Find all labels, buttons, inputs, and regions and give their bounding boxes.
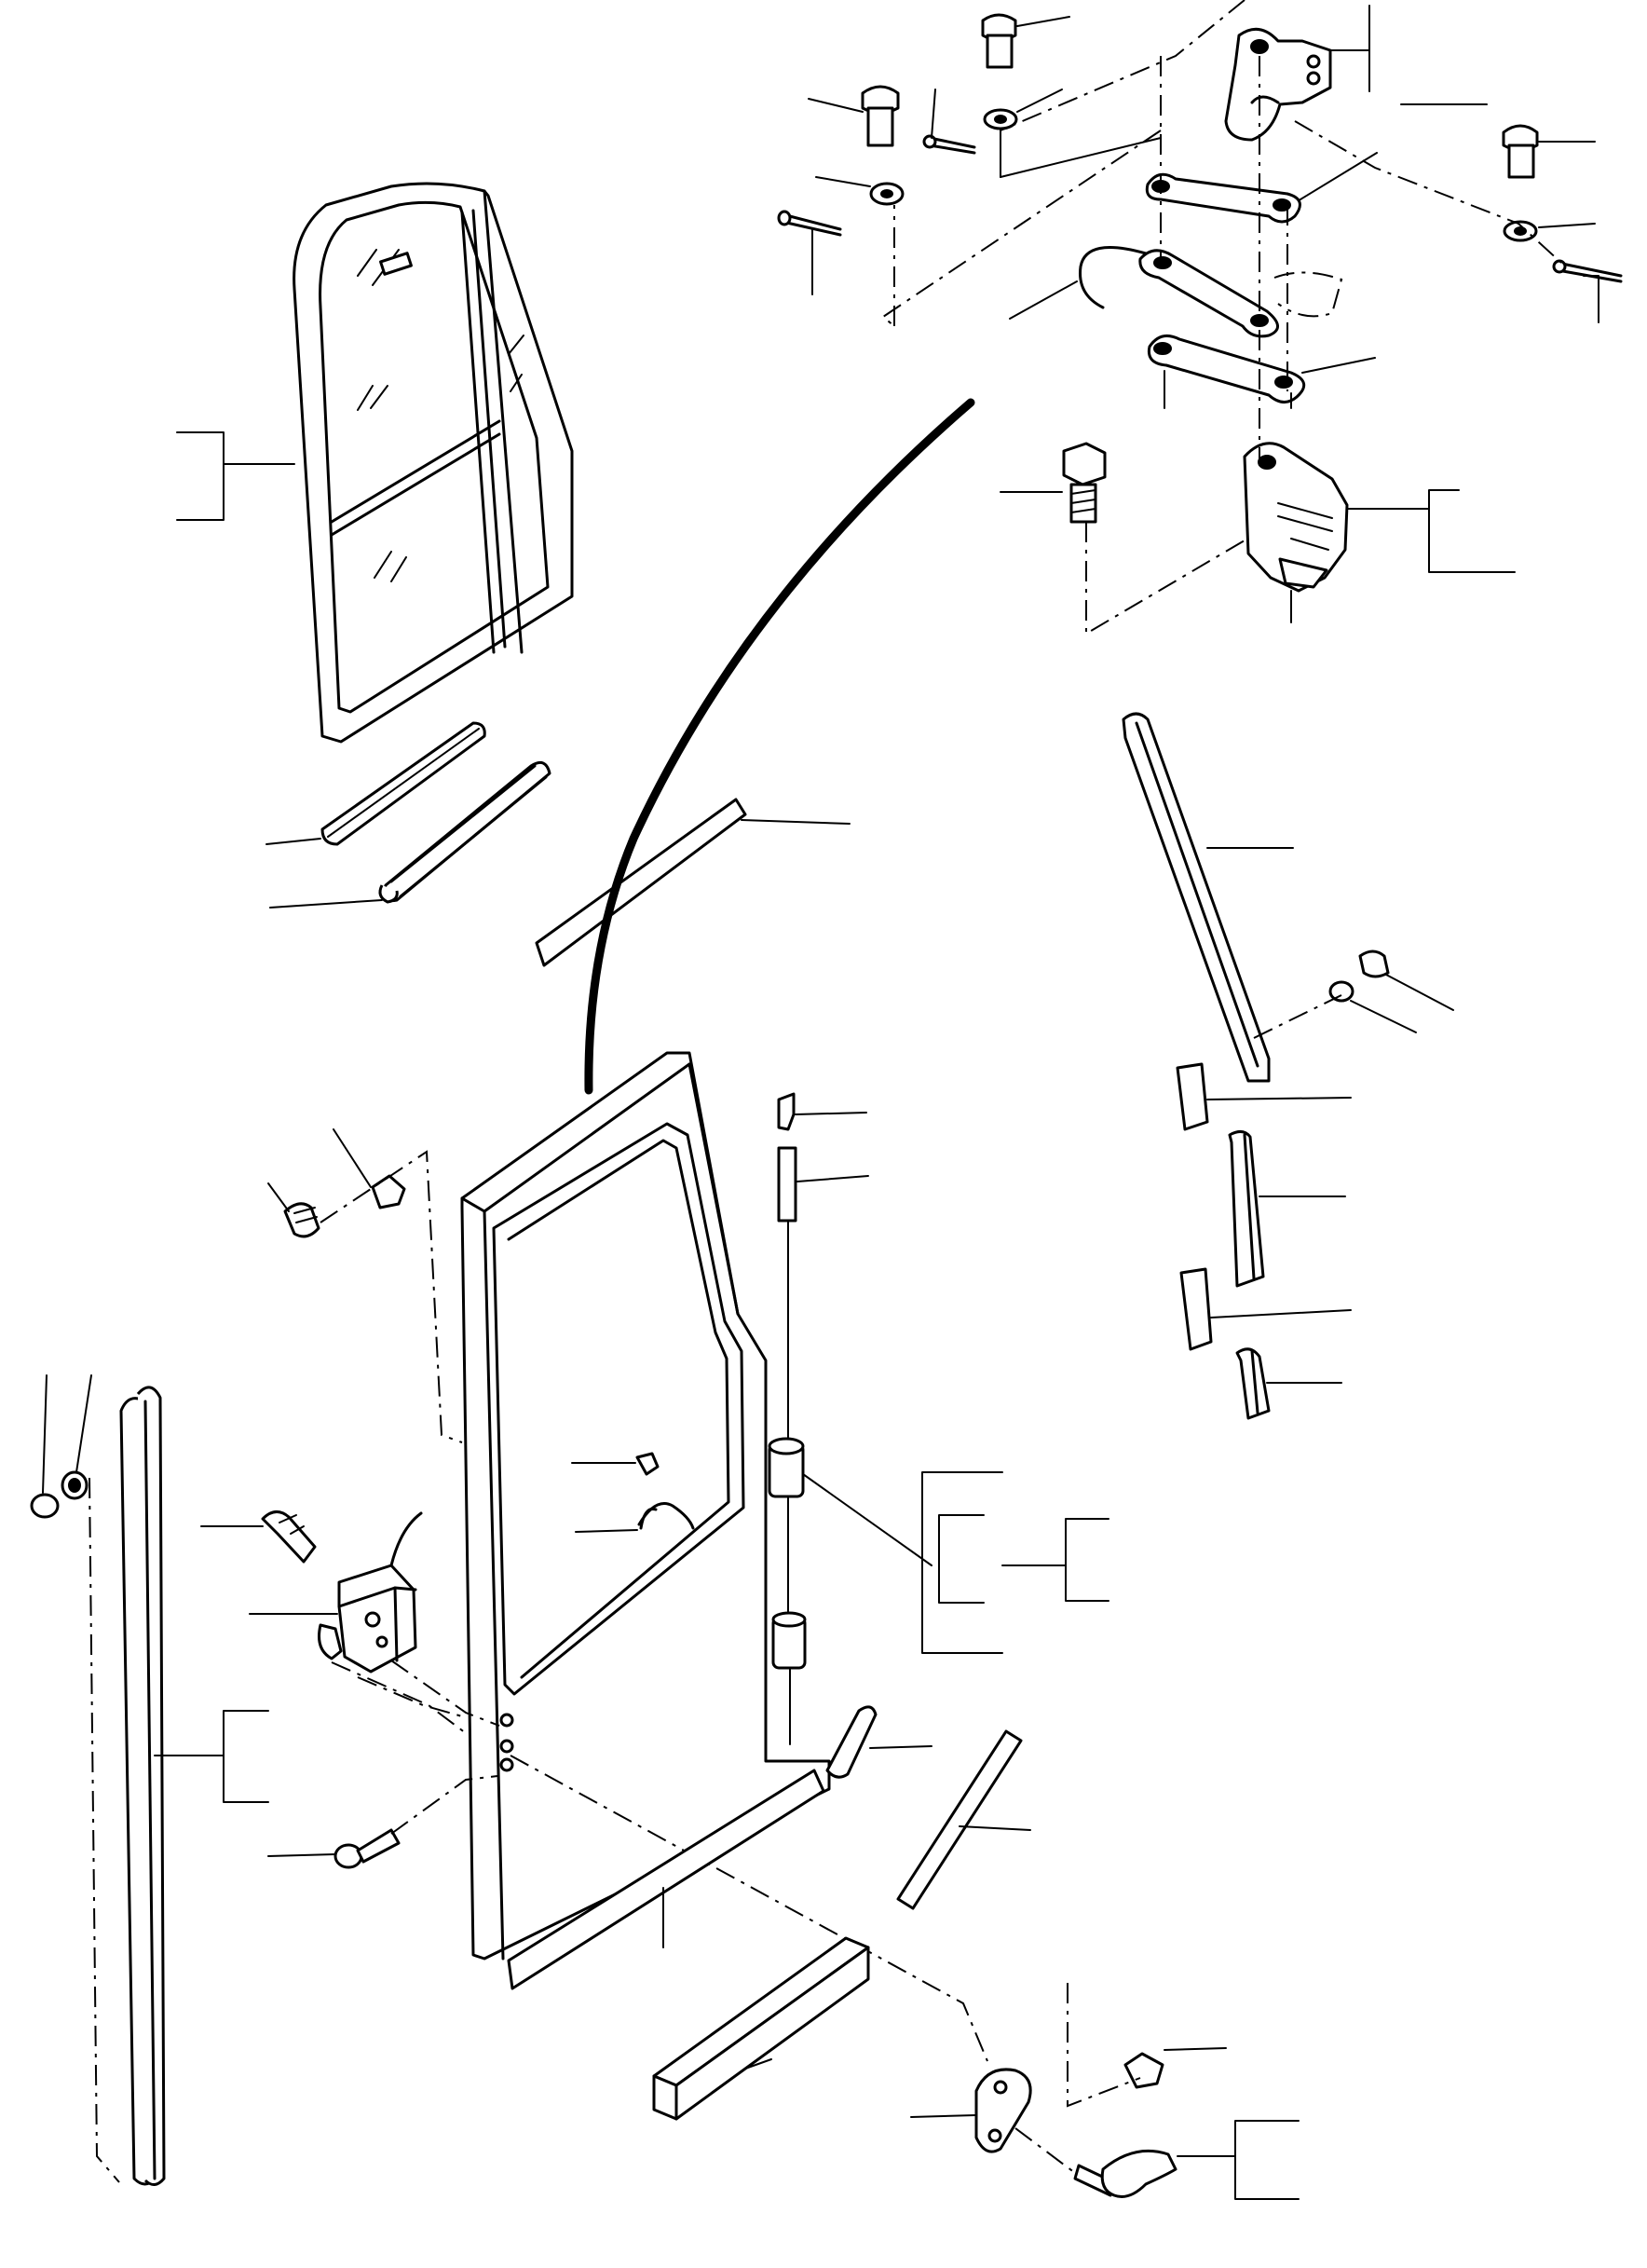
hinge-pin	[981, 13, 1070, 69]
door-top-seal	[535, 798, 851, 967]
latch-assembly	[249, 1511, 423, 1674]
stopper-clip	[575, 1502, 695, 1533]
window-channel-seal	[265, 721, 486, 846]
pillar-screw	[1358, 950, 1454, 1011]
door-bottom-seal	[507, 1769, 825, 1990]
door-frame	[460, 1051, 831, 1961]
edge-trim	[119, 1386, 269, 2186]
handle-plate	[910, 2068, 1032, 2153]
damper-block-lower	[771, 1611, 807, 1745]
hinge-pin	[808, 85, 900, 147]
handle-screw	[1123, 2047, 1227, 2089]
pillar-washer	[1328, 980, 1417, 1033]
cotter-pin	[922, 89, 976, 155]
rubber-pad-small	[1179, 1267, 1352, 1351]
mounting-screw	[267, 1828, 401, 1869]
hinge-pin	[1502, 124, 1596, 179]
lower-hinge-bracket	[1243, 442, 1516, 623]
side-seal	[896, 1729, 1031, 1910]
door-check-spring	[777, 1146, 869, 1445]
upper-hinge-bracket	[1224, 5, 1488, 142]
door-check-pin	[777, 1092, 867, 1131]
stopper-screw	[571, 1452, 660, 1476]
latch-screw	[333, 1128, 406, 1209]
lower-spacer	[652, 1936, 870, 2121]
door-handle	[1073, 2120, 1300, 2200]
cotter-pin	[777, 210, 842, 295]
hinge-bolt	[1000, 442, 1107, 524]
pillar-channel-short	[1228, 1130, 1346, 1288]
washer	[1503, 220, 1596, 242]
hook-link	[1009, 246, 1343, 338]
damper-block-upper	[768, 1437, 805, 1613]
damper-callout	[802, 1471, 1109, 1654]
window-channel	[269, 760, 551, 909]
edge-trim-nut	[61, 1374, 92, 1500]
glass-retainer-screw	[267, 1182, 320, 1238]
rubber-pad	[1176, 1062, 1352, 1131]
hinge-link	[1145, 152, 1378, 224]
pillar-channel	[1122, 712, 1294, 1083]
latch-bracket	[200, 1510, 317, 1564]
cotter-pin	[1552, 259, 1623, 323]
sliding-window-frame	[176, 182, 574, 744]
washer	[983, 89, 1063, 130]
edge-trim-cap	[30, 1374, 60, 1519]
hinge-link	[1147, 334, 1376, 409]
washer	[815, 176, 905, 206]
pillar-channel-stub	[1235, 1347, 1342, 1420]
side-seal-short	[825, 1705, 932, 1779]
